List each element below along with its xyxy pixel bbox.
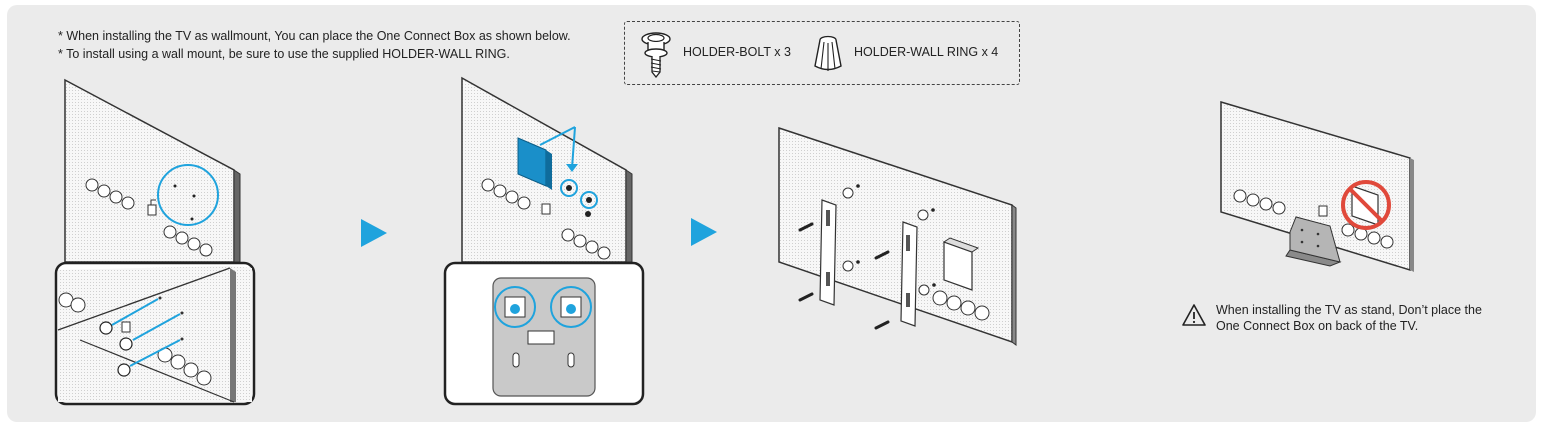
- step3-wallmount: [778, 126, 1017, 346]
- holder-wall-ring-label: HOLDER-WALL RING x 4: [854, 45, 999, 59]
- holder-bolt-label: HOLDER-BOLT x 3: [683, 45, 791, 59]
- holder-bolt-icon: [641, 32, 671, 78]
- holder-ring-note: * To install using a wall mount, be sure…: [58, 47, 510, 61]
- stand-warning-text: When installing the TV as stand, Don’t p…: [1216, 303, 1482, 333]
- step2-tv-back: [461, 76, 633, 263]
- holder-wall-ring-icon: [814, 35, 842, 71]
- step1-detail-inset: [54, 261, 256, 406]
- step2-detail-inset: [443, 261, 645, 406]
- step1-tv-back: [64, 78, 241, 263]
- stand-warning-tv: [1220, 100, 1414, 272]
- step-arrow-1-icon: [361, 219, 387, 247]
- warning-icon: [1182, 304, 1206, 326]
- step-arrow-2-icon: [691, 218, 717, 246]
- wallmount-note: * When installing the TV as wallmount, Y…: [58, 29, 571, 43]
- supplied-parts-box: HOLDER-BOLT x 3 HOLDER-WALL RING x 4: [624, 21, 1020, 85]
- prohibited-icon: [1341, 180, 1391, 230]
